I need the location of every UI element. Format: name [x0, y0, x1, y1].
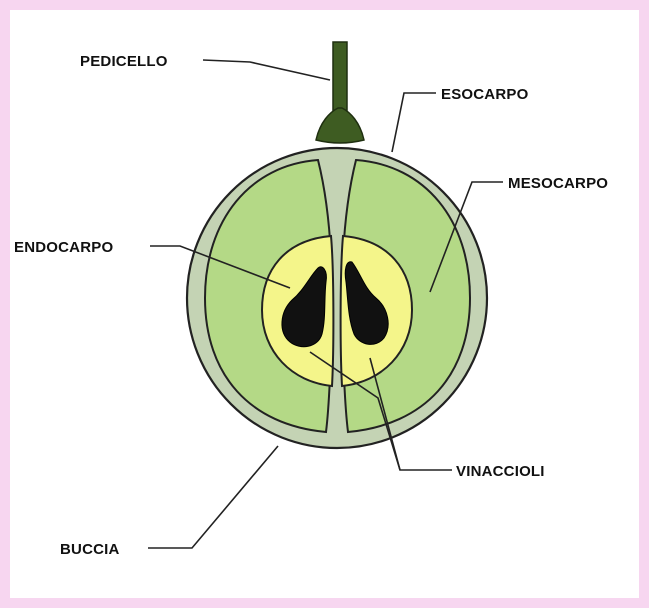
label-vinaccioli: VINACCIOLI: [456, 463, 545, 480]
label-mesocarpo: MESOCARPO: [508, 175, 608, 192]
label-buccia: BUCCIA: [60, 541, 120, 558]
leader-pedicello: [203, 60, 330, 80]
pedicel-stem: [316, 42, 364, 143]
leader-esocarpo: [392, 93, 436, 152]
label-esocarpo: ESOCARPO: [441, 86, 529, 103]
leader-buccia: [148, 446, 278, 548]
label-pedicello: PEDICELLO: [80, 53, 168, 70]
label-endocarpo: ENDOCARPO: [14, 239, 113, 256]
